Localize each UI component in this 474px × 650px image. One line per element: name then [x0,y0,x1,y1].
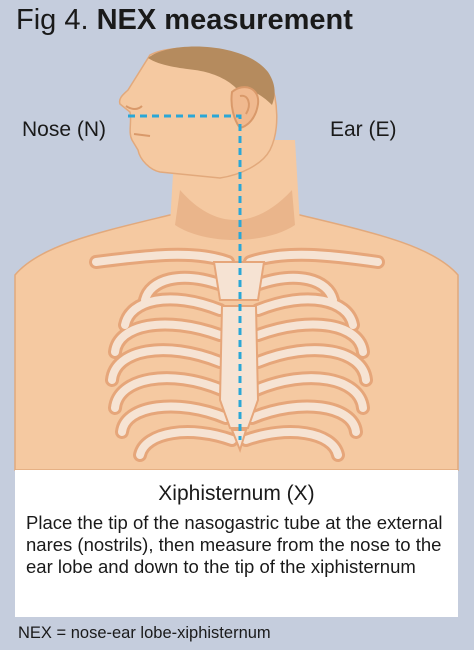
figure-title: Fig 4. NEX measurement [16,4,353,37]
nex-measurement-line [128,114,242,440]
caption-box: Xiphisternum (X) Place the tip of the na… [15,470,458,617]
mouth [133,133,151,137]
footnote: NEX = nose-ear lobe-xiphisternum [18,624,271,642]
hair [148,46,275,105]
neck-shadow [175,190,295,240]
ear-label: Ear (E) [330,118,397,141]
nostril [125,105,143,110]
figure-number: Fig 4. [16,4,89,36]
ear [230,86,260,130]
ear-inner [239,94,250,115]
xiphisternum-label: Xiphisternum (X) [158,482,315,505]
nose-label: Nose (N) [22,118,107,141]
instruction-text: Place the tip of the nasogastric tube at… [26,512,443,577]
figure-heading: NEX measurement [96,4,353,36]
